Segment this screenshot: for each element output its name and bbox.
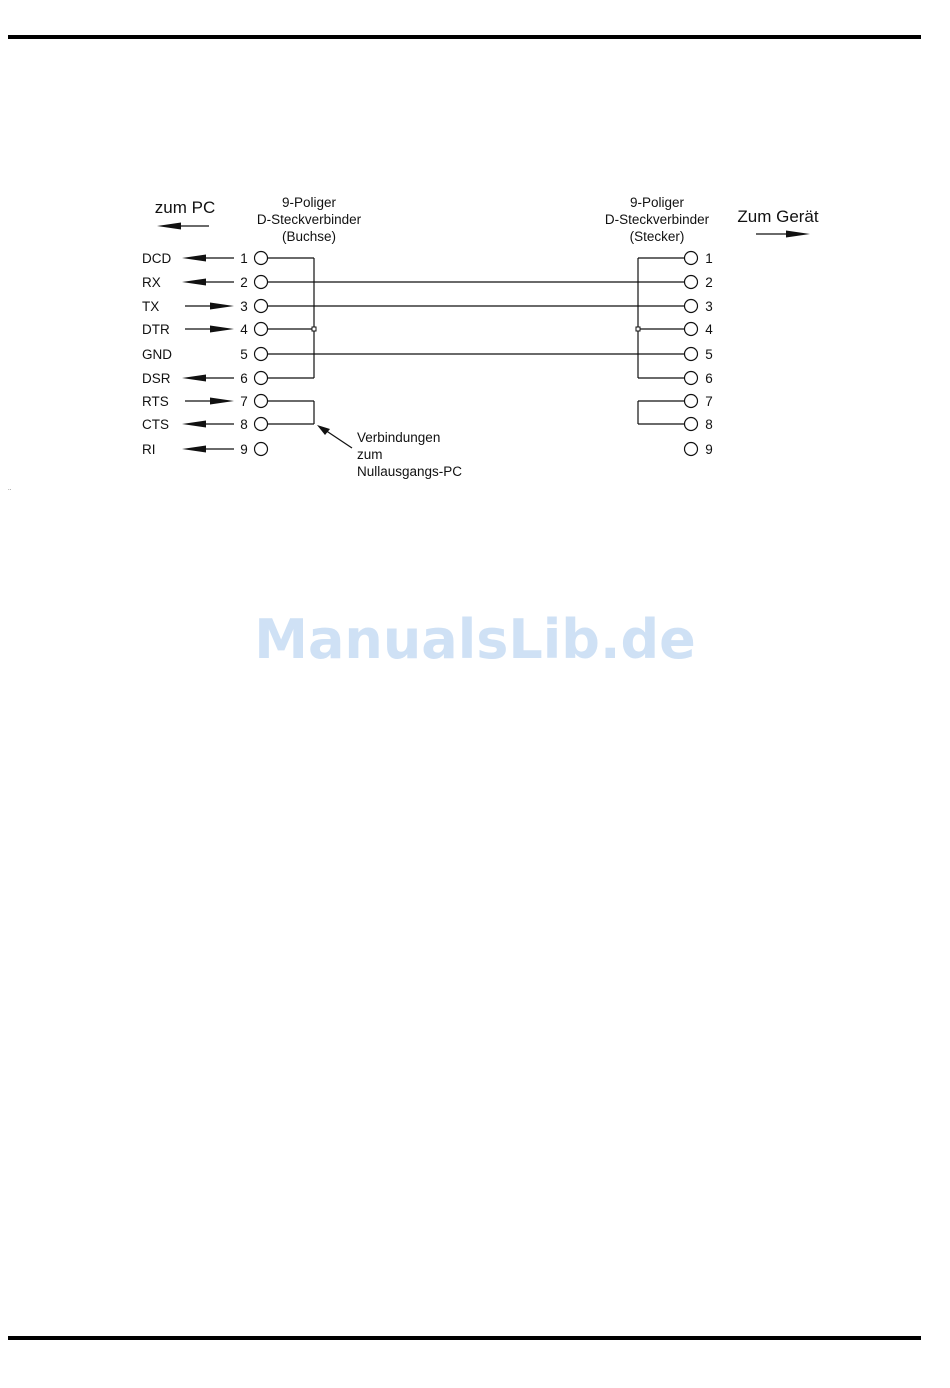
left-pin-circle (255, 348, 268, 361)
left-pin-number: 4 (240, 322, 248, 337)
right-connector-title-line: 9-Poliger (630, 195, 685, 210)
left-pin-circle (255, 418, 268, 431)
annotation-arrowhead (317, 425, 330, 435)
annotation-text-line: Verbindungen (357, 430, 440, 445)
right-pin-number: 8 (705, 417, 713, 432)
left-pin-number: 1 (240, 251, 248, 266)
right-pin-circle (685, 252, 698, 265)
right-pin-circle (685, 395, 698, 408)
left-pin-number: 9 (240, 442, 248, 457)
right-pin-number: 5 (705, 347, 713, 362)
left-pin-number: 2 (240, 275, 248, 290)
right-junction-dot (636, 327, 640, 331)
bottom-rule (8, 1336, 921, 1340)
signal-label: CTS (142, 417, 169, 432)
signal-label: DCD (142, 251, 171, 266)
signal-label: GND (142, 347, 172, 362)
left-pin-circle (255, 276, 268, 289)
signal-arrowhead-left (182, 255, 206, 262)
signal-arrowhead-right (210, 303, 234, 310)
annotation-text-line: zum (357, 447, 383, 462)
left-direction-label: zum PC (155, 198, 215, 217)
right-direction-arrowhead (786, 231, 810, 238)
right-pin-circle (685, 276, 698, 289)
stray-mark: .. (8, 486, 11, 492)
left-connector-title-line: D-Steckverbinder (257, 212, 362, 227)
signal-label: DTR (142, 322, 170, 337)
right-pin-number: 2 (705, 275, 713, 290)
left-junction-dot (312, 327, 316, 331)
signal-label: DSR (142, 371, 171, 386)
signal-label: RTS (142, 394, 169, 409)
left-direction-arrowhead (157, 223, 181, 230)
right-pin-circle (685, 418, 698, 431)
right-connector-title-line: D-Steckverbinder (605, 212, 710, 227)
left-pin-circle (255, 252, 268, 265)
right-pin-number: 6 (705, 371, 713, 386)
annotation-arrow-shaft (325, 430, 352, 448)
signal-label: TX (142, 299, 159, 314)
signal-arrowhead-left (182, 279, 206, 286)
left-pin-number: 6 (240, 371, 248, 386)
right-pin-circle (685, 323, 698, 336)
right-direction-label: Zum Gerät (737, 207, 819, 226)
right-pin-circle (685, 443, 698, 456)
right-pin-circle (685, 372, 698, 385)
watermark: ManualsLib.de (0, 608, 950, 671)
signal-label: RX (142, 275, 161, 290)
left-pin-number: 3 (240, 299, 248, 314)
left-connector-title-line: 9-Poliger (282, 195, 337, 210)
left-pin-number: 5 (240, 347, 248, 362)
left-pin-number: 8 (240, 417, 248, 432)
signal-arrowhead-left (182, 375, 206, 382)
signal-label: RI (142, 442, 156, 457)
right-pin-number: 1 (705, 251, 713, 266)
signal-arrowhead-left (182, 421, 206, 428)
left-pin-circle (255, 300, 268, 313)
annotation-text-line: Nullausgangs-PC (357, 464, 462, 479)
left-pin-number: 7 (240, 394, 248, 409)
left-connector-title-line: (Buchse) (282, 229, 336, 244)
signal-arrowhead-right (210, 398, 234, 405)
right-pin-circle (685, 348, 698, 361)
right-pin-number: 7 (705, 394, 713, 409)
signal-arrowhead-left (182, 446, 206, 453)
left-pin-circle (255, 443, 268, 456)
signal-arrowhead-right (210, 326, 234, 333)
right-connector-title-line: (Stecker) (630, 229, 685, 244)
right-pin-number: 4 (705, 322, 713, 337)
right-pin-number: 9 (705, 442, 713, 457)
right-pin-circle (685, 300, 698, 313)
left-pin-circle (255, 395, 268, 408)
left-pin-circle (255, 323, 268, 336)
right-pin-number: 3 (705, 299, 713, 314)
left-pin-circle (255, 372, 268, 385)
